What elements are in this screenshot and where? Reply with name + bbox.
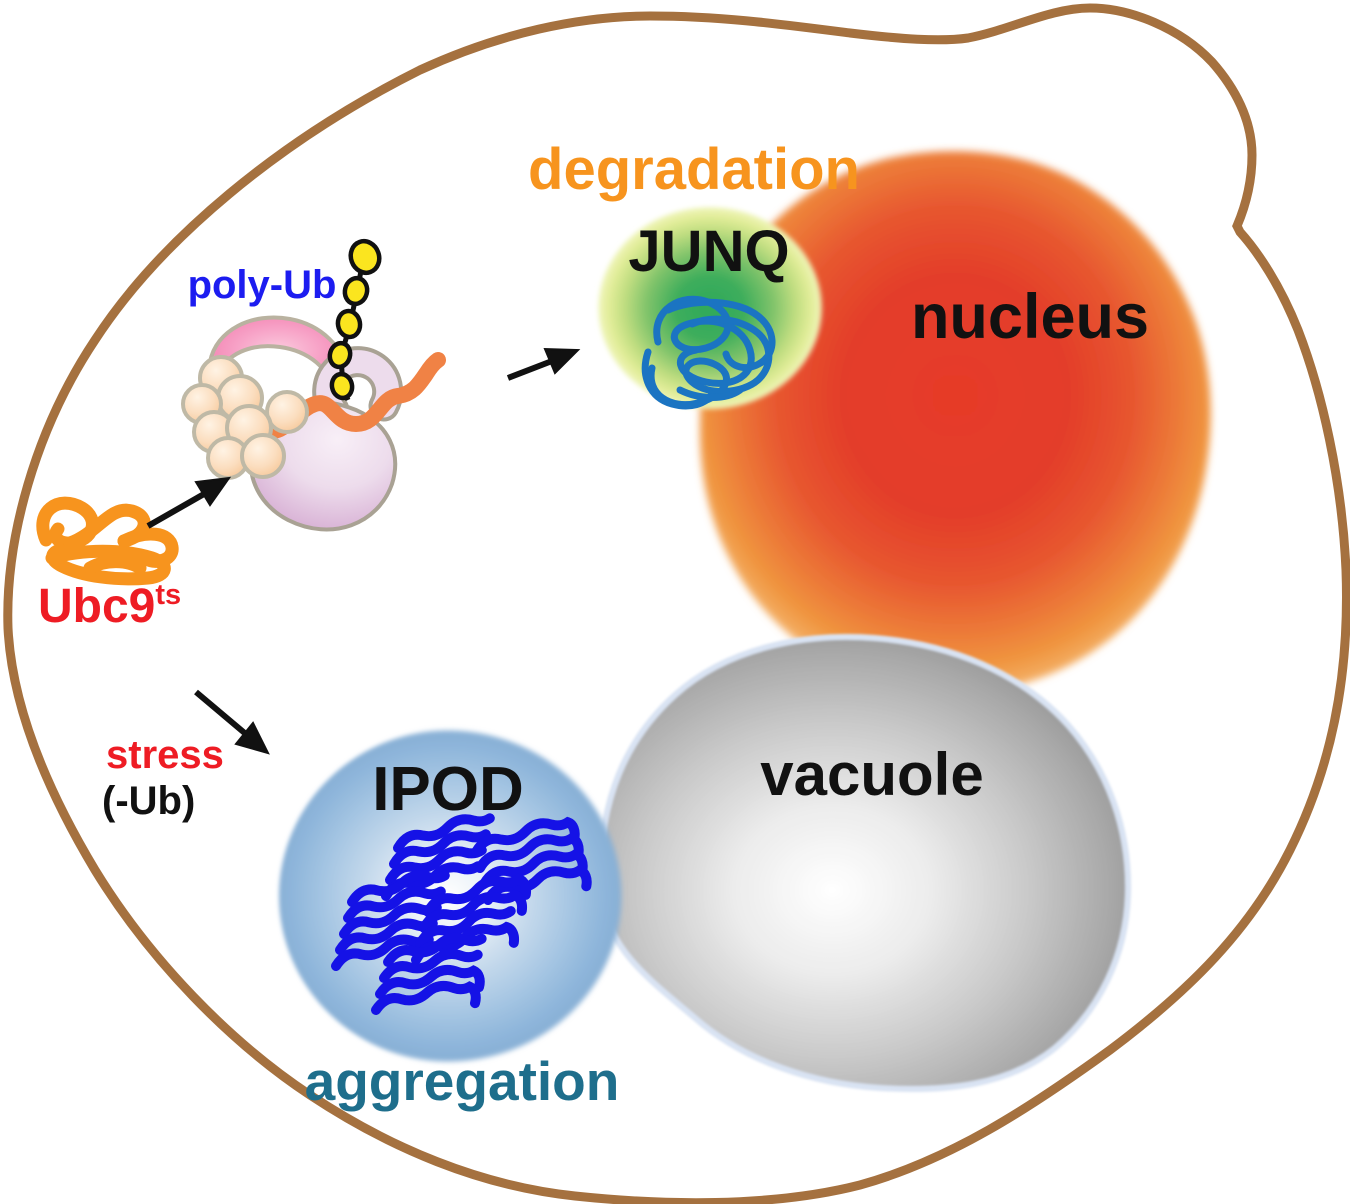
arrow-stress-to-ipod [194, 689, 270, 755]
label-ubc9ts: Ubc9ts [38, 579, 181, 633]
label-nucleus: nucleus [911, 282, 1149, 352]
nucleus-compartment [700, 151, 1211, 695]
ubiquitin-bead [327, 340, 353, 370]
chaperone-ball [265, 390, 309, 434]
label-aggregation: aggregation [305, 1050, 620, 1112]
junq-compartment [596, 205, 824, 411]
ubiquitin-bead [329, 371, 355, 401]
squiggle-stroke [83, 555, 147, 575]
arrow-head [543, 347, 581, 375]
squiggle-stroke [45, 543, 171, 586]
arrow-shaft [194, 689, 249, 738]
arrow-shaft [146, 491, 206, 529]
chaperone-ball [240, 433, 286, 479]
chaperone-complex [181, 238, 446, 532]
arrow-head [234, 721, 270, 755]
label-degradation: degradation [528, 137, 860, 202]
vacuole-shape [596, 633, 1132, 1093]
label-junq: JUNQ [628, 219, 789, 284]
arrow-complex-to-junq [506, 347, 581, 381]
label-vacuole: vacuole [760, 741, 983, 808]
ubc9-misfolded-protein [36, 496, 179, 586]
label-ubc9-base: Ubc9 [38, 580, 155, 633]
cell-membrane-outline [3, 3, 1350, 1204]
tangle-stroke [676, 386, 744, 401]
flow-arrows [146, 347, 581, 755]
arrow-ubc9-to-complex [146, 476, 232, 529]
ubiquitin-bead [342, 275, 370, 307]
label-poly-ub: poly-Ub [188, 263, 337, 307]
label-ipod: IPOD [372, 755, 524, 824]
label-ubc9-superscript: ts [155, 579, 181, 611]
chaperone-ball-cluster [181, 355, 309, 480]
tangle-stroke [664, 298, 776, 372]
label-minus-ub: (-Ub) [102, 779, 195, 823]
arrow-head [194, 476, 232, 507]
nucleus-shape [700, 151, 1211, 695]
poly-ubiquitin-chain [327, 238, 382, 401]
tangle-stroke [641, 348, 716, 410]
ubiquitin-bead [348, 238, 382, 276]
lavender-hook-loop-fill [316, 350, 400, 422]
label-stress: stress [106, 733, 224, 777]
ubiquitin-bead [335, 308, 363, 340]
vacuole-compartment [596, 633, 1132, 1093]
ipod-compartment [279, 728, 631, 1064]
arrow-shaft [506, 358, 554, 381]
junq-aggregate-tangle [641, 295, 776, 410]
